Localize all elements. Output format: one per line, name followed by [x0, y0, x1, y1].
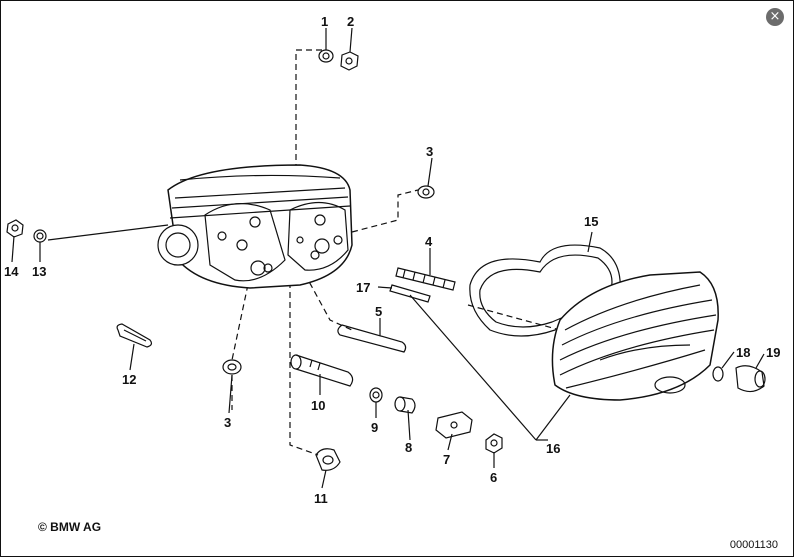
- cylinder-head: [157, 164, 353, 289]
- callout-2: 2: [347, 14, 354, 29]
- part-sleeve-8: [394, 396, 416, 414]
- callout-5: 5: [375, 304, 382, 319]
- callout-3-top: 3: [426, 144, 433, 159]
- callout-12: 12: [122, 372, 136, 387]
- part-cap-19: [735, 365, 766, 393]
- part-bolt-10: [290, 354, 354, 387]
- part-gasket-12: [116, 323, 153, 348]
- part-nut-6: [485, 433, 503, 454]
- callout-7: 7: [443, 452, 450, 467]
- callout-18: 18: [736, 345, 750, 360]
- diagram-code: 00001130: [729, 539, 778, 551]
- callout-15: 15: [584, 214, 598, 229]
- part-nut-2: [340, 51, 359, 71]
- close-icon[interactable]: ×: [766, 8, 784, 26]
- part-pin-5: [337, 324, 407, 353]
- guide-lines: [231, 49, 561, 456]
- part-stud-4: [395, 267, 456, 291]
- callout-19: 19: [766, 345, 780, 360]
- callout-14: 14: [4, 264, 19, 279]
- callout-13: 13: [32, 264, 46, 279]
- callout-3-bottom: 3: [224, 415, 231, 430]
- part-stud-17: [389, 284, 431, 303]
- callout-1: 1: [321, 14, 328, 29]
- part-washer-18: [712, 366, 724, 382]
- callout-6: 6: [490, 470, 497, 485]
- callout-10: 10: [311, 398, 325, 413]
- valve-cover: [469, 244, 719, 401]
- callout-9: 9: [371, 420, 378, 435]
- part-block-7: [435, 411, 473, 439]
- callout-17: 17: [356, 280, 370, 295]
- callout-16: 16: [546, 441, 560, 456]
- part-nut-1: [318, 49, 334, 63]
- part-nut-14: [6, 219, 24, 238]
- callout-11: 11: [314, 491, 328, 506]
- callout-4: 4: [425, 234, 433, 249]
- part-washer-13: [33, 229, 47, 243]
- part-washer-3-top: [417, 185, 435, 199]
- part-nut-11: [315, 448, 341, 471]
- part-washer-9: [369, 387, 383, 403]
- leader-lines: [11, 27, 765, 489]
- callout-8: 8: [405, 440, 412, 455]
- copyright-text: © BMW AG: [38, 520, 102, 534]
- part-washer-3-bottom: [222, 359, 242, 375]
